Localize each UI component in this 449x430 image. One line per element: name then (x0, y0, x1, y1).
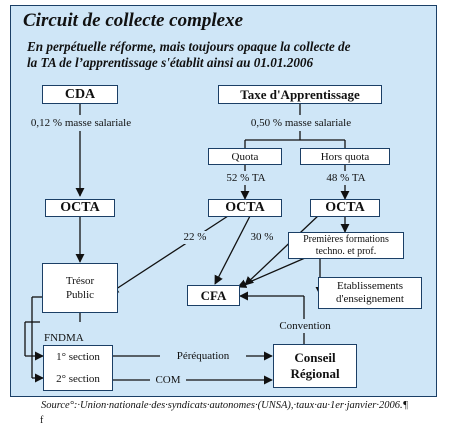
cda-rate-label: 0,12 % masse salariale (24, 117, 138, 130)
com-label: COM (150, 374, 186, 387)
etablissements-line-2: d'enseignement (336, 293, 404, 305)
fndma-label: FNDMA (44, 332, 84, 344)
octa-middle-box: OCTA (208, 199, 282, 217)
subtitle-line-2: la TA de l’apprentissage s'établit ainsi… (27, 55, 314, 70)
tresor-share-label: 22 % (179, 231, 211, 244)
etablissements-line-1: Etablissements (337, 280, 403, 292)
etablissements-box: Etablissements d'enseignement (318, 277, 422, 309)
fndma-sections-box: 1° section 2° section (43, 345, 113, 391)
tresor-public-box: Trésor Public (42, 263, 118, 313)
premieres-formations-box: Premières formations techno. et prof. (288, 232, 404, 259)
cda-box: CDA (42, 85, 118, 104)
hors-quota-share-label: 48 % TA (319, 172, 373, 185)
fndma-section-2: 2° section (56, 373, 100, 385)
premieres-formations-line-2: techno. et prof. (315, 245, 377, 257)
source-mark: f (40, 415, 44, 426)
quota-share-label: 52 % TA (219, 172, 273, 185)
octa-right-box: OCTA (310, 199, 380, 217)
subtitle-line-1: En perpétuelle réforme, mais toujours op… (27, 39, 351, 54)
tresor-public-line-2: Public (65, 289, 95, 301)
perequation-label: Péréquation (160, 350, 246, 363)
premieres-formations-line-1: Premières formations (303, 233, 389, 245)
cfa-share-label: 30 % (246, 231, 278, 244)
cfa-box: CFA (187, 285, 240, 306)
convention-label: Convention (264, 320, 346, 333)
source-note: Source°:·Union·nationale·des·syndicats·a… (40, 400, 409, 411)
taxe-apprentissage-box: Taxe d'Apprentissage (218, 85, 382, 104)
conseil-regional-line-1: Conseil (294, 350, 336, 365)
conseil-regional-box: Conseil Régional (273, 344, 357, 388)
fndma-section-1: 1° section (56, 351, 100, 363)
quota-box: Quota (208, 148, 282, 165)
octa-left-box: OCTA (45, 199, 115, 217)
diagram-title: Circuit de collecte complexe (23, 10, 244, 31)
tresor-public-line-1: Trésor (65, 275, 95, 287)
hors-quota-box: Hors quota (300, 148, 390, 165)
taxe-rate-label: 0,50 % masse salariale (240, 117, 362, 130)
conseil-regional-line-2: Régional (290, 366, 340, 381)
